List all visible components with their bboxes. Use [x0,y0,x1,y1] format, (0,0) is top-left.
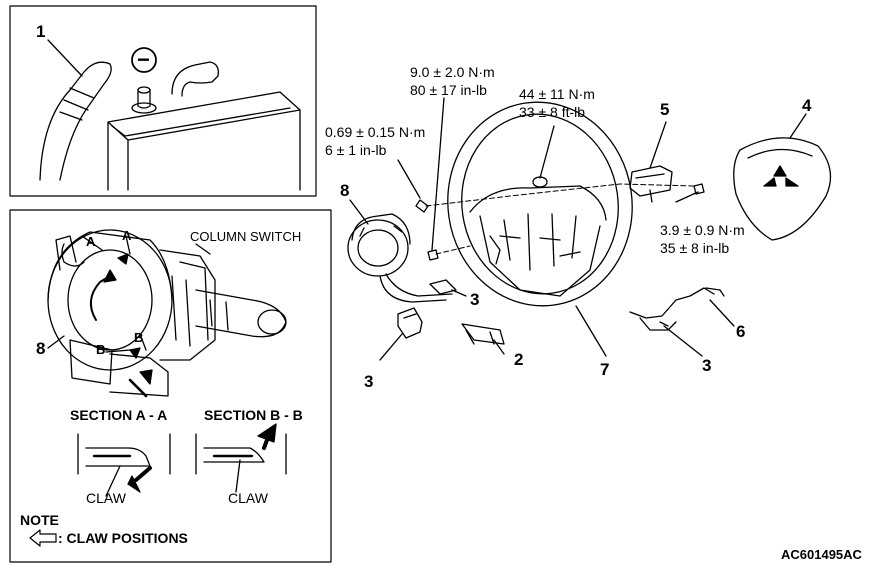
note-text: : CLAW POSITIONS [58,530,188,546]
callout-7: 7 [600,360,610,379]
torque-2-imperial: 80 ± 17 in-lb [410,82,487,98]
switch-assembly [629,165,673,203]
leader-torque-3 [539,125,555,179]
airbag-module [733,137,832,241]
claw-position-arrow-icon [29,529,57,547]
torque-3-imperial: 33 ± 8 ft-lb [519,104,586,120]
leader-7 [575,305,607,357]
leader-6 [709,299,735,327]
callout-8-main: 8 [340,181,350,200]
leader-4 [789,113,807,139]
steering-wheel [447,101,633,307]
clock-spring [347,213,457,303]
note-title: NOTE [20,512,59,528]
section-bb-title: SECTION B - B [204,407,303,423]
leader-torque-2 [431,97,445,251]
callout-4: 4 [802,96,812,115]
minus-terminal-icon: − [137,47,150,72]
column-switch-leader [195,243,211,255]
screws [415,183,705,261]
point-a-right: A [122,228,132,243]
callout-1: 1 [36,22,46,41]
point-b-right: B [134,330,144,345]
leader-8-main [349,199,369,225]
point-a-left: A [86,234,96,249]
leader-3-right [663,325,703,357]
detail-panel [9,209,332,563]
torque-4-metric: 3.9 ± 0.9 N·m [660,222,745,238]
section-bb-sketch [195,423,287,493]
column-switch-label: COLUMN SWITCH [190,229,302,244]
battery-panel [9,5,317,197]
claw-label-a: CLAW [86,490,126,506]
battery-leader [47,39,83,77]
assembly-axis-lines [425,183,695,255]
clock-spring-detail [47,229,287,398]
battery-cable [39,61,112,181]
leader-5 [649,121,667,169]
section-aa-title: SECTION A - A [70,407,168,423]
claw-label-b: CLAW [228,490,268,506]
torque-2-metric: 9.0 ± 2.0 N·m [410,64,495,80]
leader-3-left [379,333,403,361]
detail-8-leader [47,335,65,349]
torque-1-metric: 0.69 ± 0.15 N·m [325,124,426,140]
torque-3-metric: 44 ± 11 N·m [519,86,595,102]
torque-1-imperial: 6 ± 1 in-lb [325,142,387,158]
leader-torque-1 [397,159,421,199]
lower-cover [461,323,505,345]
leader-3-connector [451,289,467,297]
figure-id: AC601495AC [781,547,862,562]
callout-3-right: 3 [702,356,712,375]
callout-3-left: 3 [364,372,374,391]
callout-5: 5 [660,100,670,119]
leader-2 [493,339,505,355]
callout-3-connector: 3 [470,290,480,309]
section-aa-sketch [77,433,171,497]
leader-torque-4 [675,191,699,203]
callout-6: 6 [736,322,746,341]
callout-8-detail: 8 [36,339,46,358]
harness [629,287,725,331]
battery-illustration [107,47,301,191]
torque-4-imperial: 35 ± 8 in-lb [660,240,730,256]
connector-left [397,307,423,339]
callout-2: 2 [514,350,524,369]
point-b-left: B [96,342,106,357]
